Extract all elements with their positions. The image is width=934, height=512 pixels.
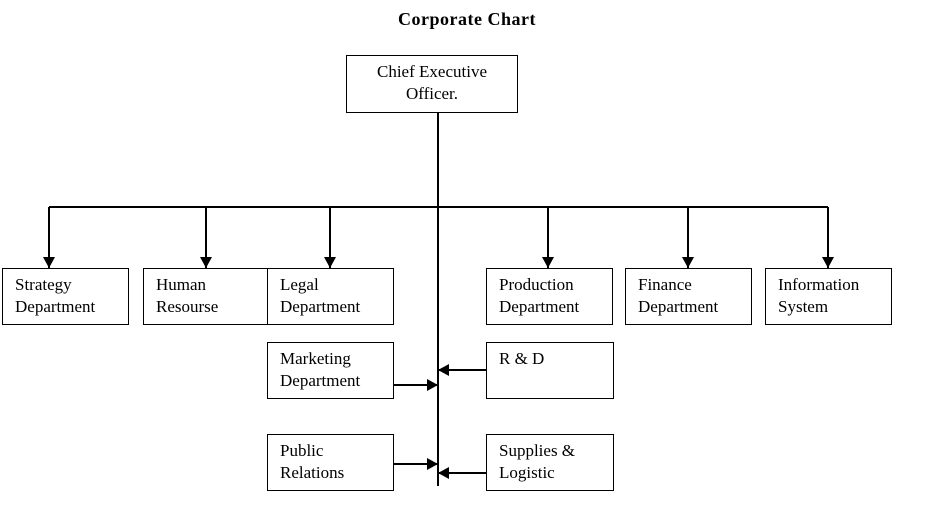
arrow-right-icon-1 xyxy=(427,458,438,470)
node-finance-department[interactable]: Finance Department xyxy=(625,268,752,325)
node-legal-department[interactable]: Legal Department xyxy=(267,268,394,325)
arrow-left-icon-0 xyxy=(438,364,449,376)
node-marketing-department[interactable]: Marketing Department xyxy=(267,342,394,399)
node-production-department[interactable]: Production Department xyxy=(486,268,613,325)
arrow-down-icon-1 xyxy=(200,257,212,268)
node-r-d[interactable]: R & D xyxy=(486,342,614,399)
page-title: Corporate Chart xyxy=(398,9,536,29)
arrow-right-icon-0 xyxy=(427,379,438,391)
node-human-resourse[interactable]: Human Resourse xyxy=(143,268,270,325)
node-chief-executive-officer[interactable]: Chief Executive Officer. xyxy=(346,55,518,113)
arrow-down-icon-0 xyxy=(43,257,55,268)
arrow-left-icon-1 xyxy=(438,467,449,479)
arrow-down-icon-5 xyxy=(822,257,834,268)
node-information-system[interactable]: Information System xyxy=(765,268,892,325)
arrow-down-icon-4 xyxy=(682,257,694,268)
arrow-down-icon-3 xyxy=(542,257,554,268)
node-strategy-department[interactable]: Strategy Department xyxy=(2,268,129,325)
node-supplies-logistic[interactable]: Supplies & Logistic xyxy=(486,434,614,491)
node-public-relations[interactable]: Public Relations xyxy=(267,434,394,491)
arrow-down-icon-2 xyxy=(324,257,336,268)
